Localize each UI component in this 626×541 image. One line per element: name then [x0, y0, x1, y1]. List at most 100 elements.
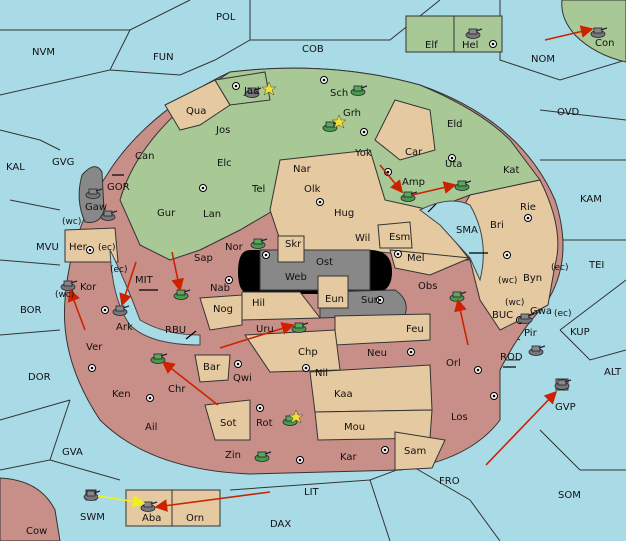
label-kat: Kat — [503, 165, 520, 176]
label-los: Los — [451, 412, 468, 423]
label-elc: Elc — [217, 158, 232, 169]
label-gor: GOR — [107, 182, 130, 193]
label-ec-2: (ec) — [551, 263, 569, 273]
label-obs: Obs — [418, 281, 437, 292]
label-fun: FUN — [153, 52, 174, 63]
label-nab: Nab — [210, 283, 230, 294]
label-mvu: MVU — [36, 242, 59, 253]
label-ec-3: (ec) — [110, 265, 128, 275]
territory-mel[interactable] — [389, 249, 471, 276]
label-can: Can — [135, 151, 154, 162]
label-uru: Uru — [256, 324, 274, 335]
label-bor: BOR — [20, 305, 42, 316]
label-gva: GVA — [62, 447, 83, 458]
label-ken: Ken — [112, 389, 131, 400]
label-chr: Chr — [168, 384, 186, 395]
label-zin: Zin — [225, 450, 241, 461]
territory-car[interactable] — [374, 99, 436, 161]
label-swm: SWM — [80, 512, 105, 523]
territory-nog[interactable] — [199, 294, 243, 331]
label-qwi: Qwi — [233, 373, 252, 384]
territory-sam[interactable] — [394, 431, 446, 471]
label-wil: Wil — [355, 233, 370, 244]
passage-arrows — [112, 174, 516, 368]
territory-skr[interactable] — [277, 235, 305, 263]
label-web: Web — [285, 272, 307, 283]
territory-kaa[interactable] — [309, 364, 433, 413]
label-sam: Sam — [404, 446, 426, 457]
territory-labels: POL NVM FUN COB NOM OVD KAL GVG GOR MVU … — [6, 12, 622, 537]
label-cob: COB — [302, 44, 324, 55]
territory-skr-web-ost[interactable] — [259, 249, 371, 291]
territory-elf[interactable] — [405, 15, 455, 53]
star-markers — [261, 81, 347, 424]
label-gaw: Gaw — [85, 202, 107, 213]
label-rbu: RBU — [165, 325, 186, 336]
label-chp: Chp — [298, 347, 318, 358]
label-gwa: Gwa — [530, 306, 552, 317]
label-sch: Sch — [330, 88, 348, 99]
label-bri: Bri — [490, 220, 504, 231]
label-kor: Kor — [80, 282, 97, 293]
label-jad: Jad — [243, 86, 259, 97]
label-alt: ALT — [604, 367, 622, 378]
label-mou: Mou — [344, 422, 365, 433]
label-car: Car — [405, 147, 423, 158]
label-ail: Ail — [145, 422, 157, 433]
label-nvm: NVM — [32, 47, 55, 58]
territory-eun[interactable] — [317, 275, 349, 309]
label-tel: Tel — [251, 184, 265, 195]
label-nom: NOM — [531, 54, 555, 65]
label-rod: ROD — [500, 352, 523, 363]
sea-inner-east — [419, 200, 484, 282]
label-byn: Byn — [523, 273, 542, 284]
label-kup: KUP — [570, 327, 590, 338]
label-qua: Qua — [186, 106, 206, 117]
label-rie: Rie — [520, 202, 536, 213]
label-tei: TEI — [588, 260, 604, 271]
label-lan: Lan — [203, 209, 221, 220]
label-nog: Nog — [213, 304, 233, 315]
label-ec-1: (ec) — [98, 243, 116, 253]
territory-her[interactable] — [64, 227, 119, 263]
label-gvg: GVG — [52, 157, 74, 168]
label-aba: Aba — [142, 513, 161, 524]
label-grh: Grh — [343, 108, 361, 119]
label-her: Her — [69, 242, 88, 253]
territory-orn[interactable] — [171, 489, 221, 527]
label-gur: Gur — [157, 208, 176, 219]
label-jos: Jos — [215, 125, 230, 136]
label-uta: Uta — [445, 159, 462, 170]
label-sap: Sap — [194, 253, 213, 264]
territory-cow[interactable] — [0, 477, 61, 541]
territory-esm[interactable] — [377, 221, 413, 249]
label-pir: Pir — [524, 328, 538, 339]
label-ec-4: (ec) — [554, 309, 572, 319]
label-pol: POL — [216, 12, 236, 23]
move-arrow-yellow — [97, 494, 146, 508]
label-bar: Bar — [203, 362, 221, 373]
label-eun: Eun — [325, 294, 344, 305]
label-nar: Nar — [293, 164, 312, 175]
label-hil: Hil — [252, 298, 265, 309]
label-gvp: GVP — [555, 402, 576, 413]
label-ovd: OVD — [557, 107, 580, 118]
territory-bar[interactable] — [194, 354, 231, 383]
label-lit: LIT — [304, 487, 320, 498]
label-feu: Feu — [406, 324, 424, 335]
label-kam: KAM — [580, 194, 602, 205]
label-elf: Elf — [425, 40, 438, 51]
label-wc-4: (wc) — [505, 298, 524, 308]
label-fro: FRO — [439, 476, 460, 487]
label-kar: Kar — [340, 452, 358, 463]
label-cow: Cow — [26, 526, 47, 537]
territory-sot[interactable] — [204, 399, 251, 441]
label-ost: Ost — [316, 257, 333, 268]
move-arrows — [67, 25, 594, 512]
territory-qua[interactable] — [164, 79, 231, 131]
label-som: SOM — [558, 490, 581, 501]
label-rot: Rot — [256, 418, 273, 429]
label-sma: SMA — [456, 225, 478, 236]
label-kal: KAL — [6, 162, 25, 173]
